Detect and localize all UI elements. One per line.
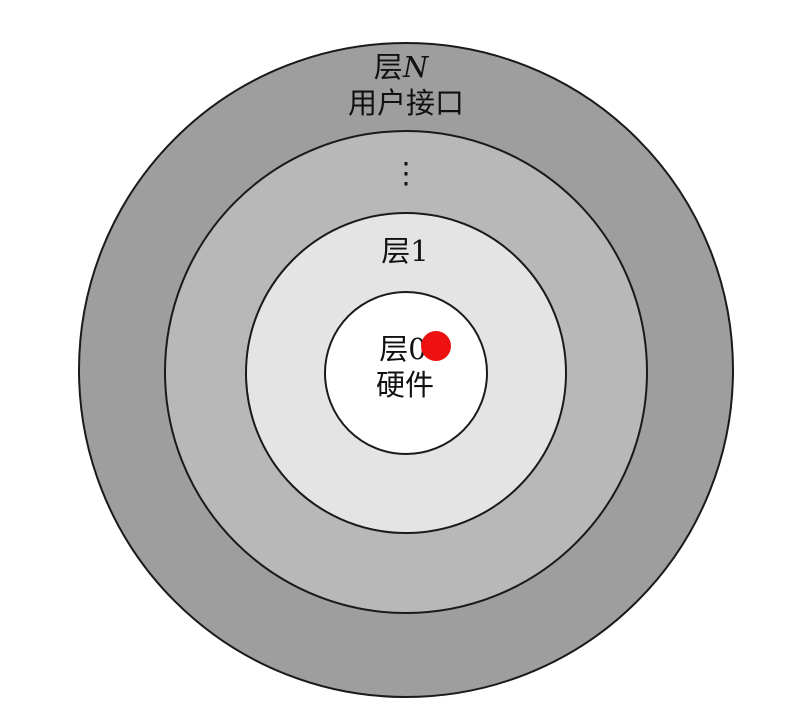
layer-n-subtitle: 用户接口 [348,86,464,120]
layer-0-subtitle: 硬件 [376,368,434,402]
pointer-dot [421,331,451,361]
layer-n-title: 层N [374,50,430,84]
layer-0-ring [324,291,488,455]
layer-1-title: 层1 [381,234,428,268]
layer-0-title: 层0 [379,332,426,366]
layer-mid-ellipsis: ⋮ [392,156,421,190]
